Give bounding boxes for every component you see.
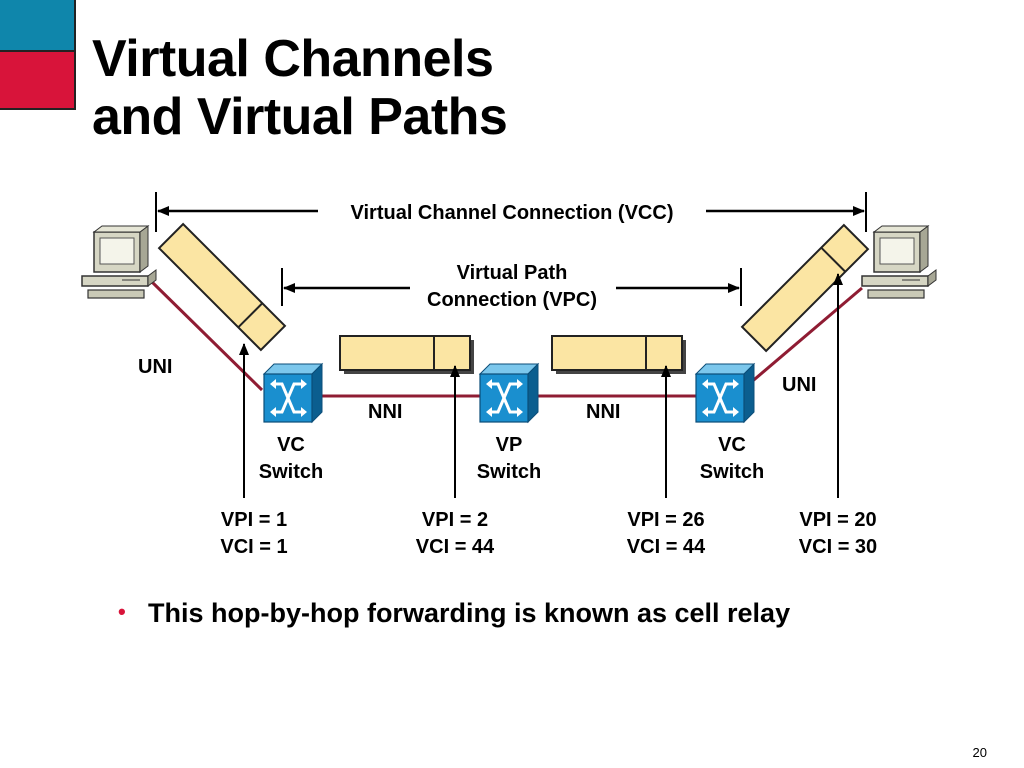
vpi-label: VPI = 2 — [422, 509, 488, 531]
switch-label: VC — [277, 434, 305, 456]
uni-label-right: UNI — [782, 374, 816, 396]
vpi-label: VPI = 26 — [627, 509, 704, 531]
cell-right — [740, 223, 870, 353]
nni-label-left: NNI — [368, 401, 402, 423]
title-line-2: and Virtual Paths — [92, 88, 508, 146]
computer-icon — [81, 225, 157, 299]
corner-red-block — [0, 52, 76, 110]
switch-label: VC — [718, 434, 746, 456]
bullet-item: • This hop-by-hop forwarding is known as … — [118, 598, 790, 629]
cell-left — [157, 222, 287, 352]
uni-label-left: UNI — [138, 356, 172, 378]
switch-label: VP — [496, 434, 523, 456]
vci-label: VCI = 30 — [799, 536, 877, 558]
atm-switch-icon — [694, 362, 756, 424]
bullet-dot-icon: • — [118, 599, 126, 624]
slide-title: Virtual Channels and Virtual Paths — [92, 30, 508, 146]
vci-label: VCI = 44 — [416, 536, 495, 558]
atm-diagram: Virtual Channel Connection (VCC) Virtual… — [81, 192, 937, 558]
uni-link-right — [741, 286, 863, 392]
vcc-label: Virtual Channel Connection (VCC) — [351, 202, 674, 224]
switch-label: Switch — [259, 461, 323, 483]
vpi-label: VPI = 20 — [799, 509, 876, 531]
nni-label-right: NNI — [586, 401, 620, 423]
switch-label: Switch — [477, 461, 541, 483]
vpc-span: Virtual Path Connection (VPC) — [281, 262, 742, 311]
vpc-label-line1: Virtual Path — [457, 262, 568, 284]
corner-blue-block — [0, 0, 76, 52]
identifier-pointers — [239, 273, 843, 498]
cell-middle-left — [339, 335, 474, 374]
page-number: 20 — [972, 745, 987, 760]
vpc-label-line2: Connection (VPC) — [427, 289, 597, 311]
bullet-text: This hop-by-hop forwarding is known as c… — [148, 598, 791, 628]
title-line-1: Virtual Channels — [92, 30, 494, 88]
atm-switch-icon — [478, 362, 540, 424]
vcc-span: Virtual Channel Connection (VCC) — [155, 192, 867, 232]
vci-label: VCI = 44 — [627, 536, 706, 558]
atm-switch-icon — [262, 362, 324, 424]
vpi-label: VPI = 1 — [221, 509, 287, 531]
corner-decoration — [0, 0, 76, 110]
computer-icon — [861, 225, 937, 299]
switch-label: Switch — [700, 461, 764, 483]
vci-label: VCI = 1 — [220, 536, 287, 558]
